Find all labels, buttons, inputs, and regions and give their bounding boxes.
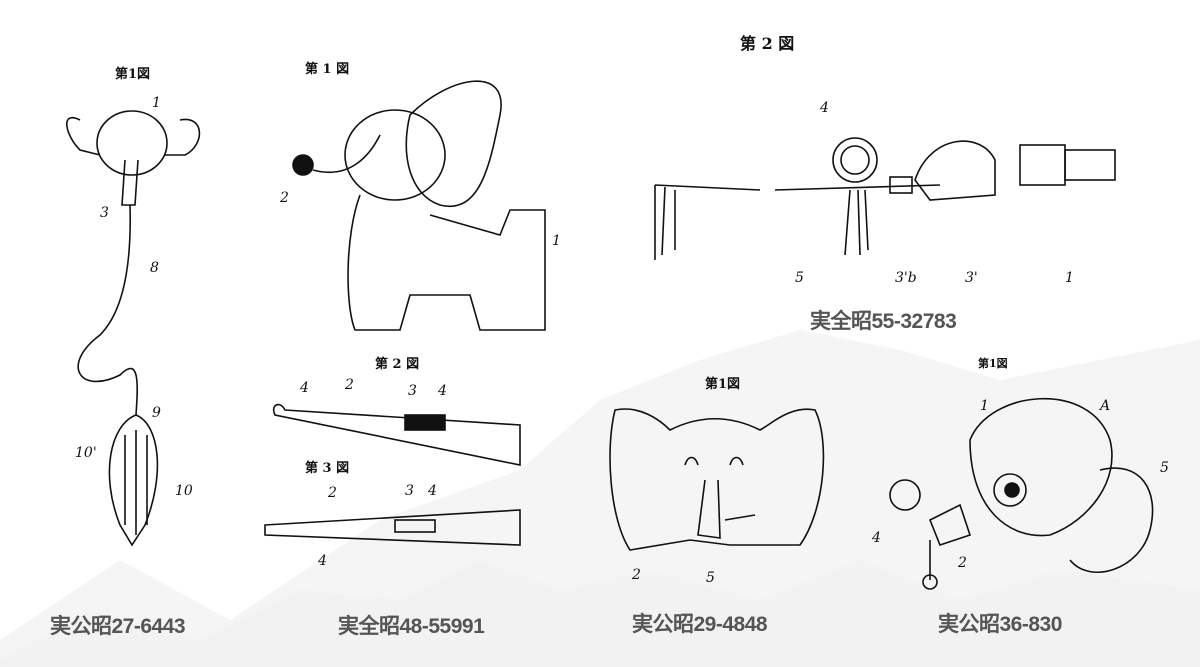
- ref-numeral: 10': [75, 445, 97, 461]
- figure-title: 第1図: [115, 67, 151, 82]
- patent-panel-5: 第1図 1 A 5 4 2 実公昭36-830: [860, 350, 1180, 640]
- patent-panel-4: 第1図 2 5 実公昭29-4848: [600, 370, 840, 640]
- ref-numeral: 4: [428, 483, 437, 499]
- patent-number-caption: 実公昭27-6443: [50, 615, 186, 638]
- ref-numeral: 2: [632, 567, 641, 583]
- ref-numeral: 3: [408, 383, 417, 399]
- ref-numeral: 3'b: [895, 270, 917, 286]
- ref-numeral: 3': [965, 270, 978, 286]
- elephant-cleaner-drawing: [889, 397, 1154, 590]
- ref-numeral: 4: [820, 100, 829, 116]
- ref-numeral: 4: [318, 553, 327, 569]
- patent-panel-2: 第 1 図 第 2 図 第 3 図 2 1 4 2 3 4 2 3 4 4 実全…: [260, 55, 561, 638]
- ref-numeral: 4: [872, 530, 881, 546]
- elephant-bulb-drawing: [66, 110, 201, 547]
- ref-numeral: 4: [300, 380, 309, 396]
- ref-numeral: 9: [152, 405, 161, 421]
- ref-numeral: 4: [438, 383, 447, 399]
- patent-number-caption: 実公昭36-830: [938, 613, 1062, 636]
- patent-panel-3: 第 2 図 4 5 3'b 3' 1 実全昭55-32783: [640, 25, 1130, 345]
- ref-numeral: 10: [175, 483, 193, 499]
- ref-numeral: 2: [958, 555, 967, 571]
- ref-numeral: 2: [328, 485, 337, 501]
- patent-number-caption: 実公昭29-4848: [632, 613, 768, 636]
- ref-numeral: 3: [405, 483, 414, 499]
- ref-numeral: 1: [552, 233, 561, 249]
- figure-title: 第 1 図: [305, 62, 350, 77]
- ref-numeral: 1: [152, 95, 161, 111]
- ref-numeral: 1: [1065, 270, 1074, 286]
- elephant-face-drawing: [609, 408, 825, 551]
- elephant-hose-drawing: [654, 137, 1116, 260]
- ref-numeral: 2: [345, 377, 354, 393]
- ref-numeral: 2: [280, 190, 289, 206]
- ref-numeral: 1: [980, 398, 989, 414]
- ref-numeral: 8: [150, 260, 159, 276]
- ref-numeral: A: [1100, 398, 1111, 414]
- patent-number-caption: 実全昭55-32783: [810, 310, 957, 333]
- elephant-toy-drawing: [264, 80, 546, 546]
- patent-number-caption: 実全昭48-55991: [338, 615, 485, 638]
- ref-numeral: 5: [1160, 460, 1169, 476]
- figure-title: 第1図: [978, 357, 1008, 370]
- ref-numeral: 3: [100, 205, 109, 221]
- ref-numeral: 5: [795, 270, 804, 286]
- figure-title: 第 3 図: [305, 461, 350, 476]
- ref-numeral: 5: [706, 570, 715, 586]
- patent-panel-1: 第1図 1 3 8 9 10' 10 実公昭27-6443: [40, 55, 240, 638]
- figure-title: 第 2 図: [375, 357, 420, 372]
- figure-title: 第1図: [705, 377, 741, 392]
- figure-title: 第 2 図: [740, 34, 795, 53]
